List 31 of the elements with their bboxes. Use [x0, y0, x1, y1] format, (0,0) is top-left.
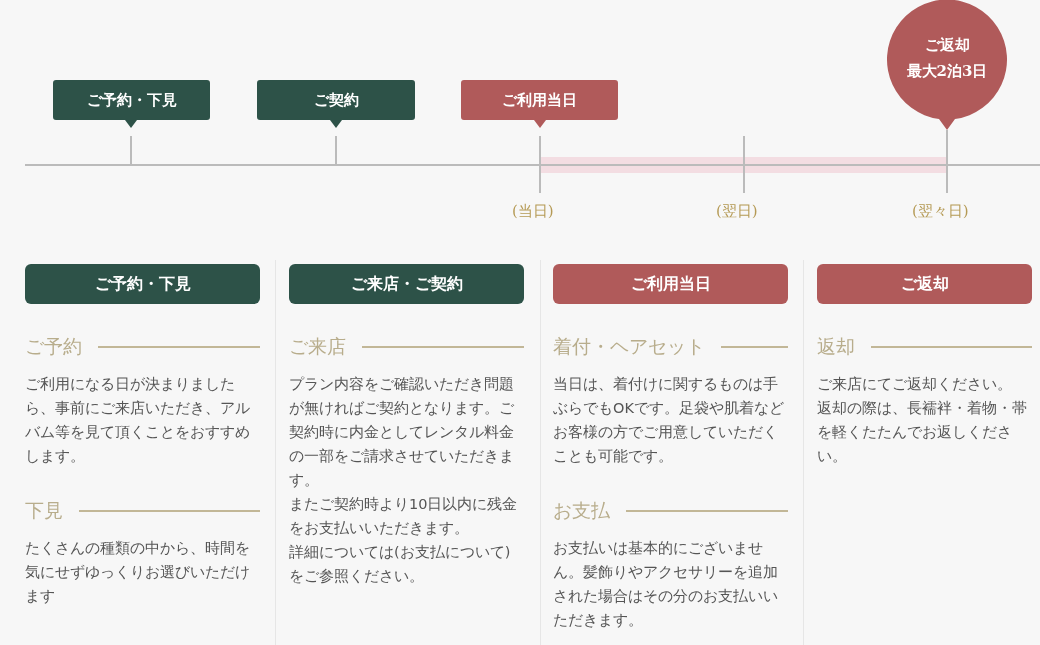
callout-text: ご予約・下見 — [85, 90, 178, 111]
body-text: またご契約時より10日以内に残金をお支払いいただきます。 — [289, 495, 519, 538]
body-text: 詳細については(お支払について)をご参照ください。 — [289, 543, 512, 586]
subheading: 着付・ヘアセット — [553, 334, 705, 359]
callout-text: ご返却 — [923, 35, 971, 56]
callout-tag — [53, 80, 210, 128]
body-text: プラン内容をご確認いただき問題が無ければご契約となります。ご契約時に内金としてレンタル料金の一部をご請求させていただきます。 — [289, 375, 515, 490]
body-text: ご来店にてご返却ください。 — [817, 375, 1013, 394]
day-label: (翌々日) — [912, 202, 969, 221]
callout-tag — [461, 80, 618, 128]
section-header: ご予約・下見 — [25, 264, 260, 304]
day-label: (翌日) — [716, 202, 758, 221]
body-text: 当日は、着付けに関するものは手ぶらでもOKです。足袋や肌着などお客様の方でご用意していただくことも可能です。 — [553, 375, 785, 466]
callout-text: ご利用当日 — [501, 90, 578, 111]
body-text: お支払いは基本的にございません。髪飾りやアクセサリーを追加された場合はその分のお支払いいただきます。 — [553, 539, 779, 630]
body-text: 返却の際は、長襦袢・着物・帯を軽くたたんでお返しください。 — [817, 399, 1028, 466]
section-header: ご利用当日 — [553, 264, 788, 304]
section-header: ご来店・ご契約 — [289, 264, 524, 304]
callout-tag — [257, 80, 415, 128]
section-header: ご返却 — [817, 264, 1032, 304]
callout-text: ご契約 — [312, 90, 360, 111]
callout-text: 最大2泊3日 — [905, 61, 989, 82]
subheading: 返却 — [817, 334, 855, 359]
subheading: ご予約 — [25, 334, 82, 359]
subheading: ご来店 — [289, 334, 346, 359]
body-text: ご利用になる日が決まりましたら、事前にご来店いただき、アルバム等を見て頂くことをおすすめします。 — [25, 375, 251, 466]
body-text: たくさんの種類の中から、時間を気にせずゆっくりお選びいただけます — [25, 539, 251, 606]
subheading: お支払 — [553, 498, 610, 523]
subheading: 下見 — [25, 498, 63, 523]
circle-callout — [887, 0, 1007, 130]
day-label: (当日) — [512, 202, 554, 221]
